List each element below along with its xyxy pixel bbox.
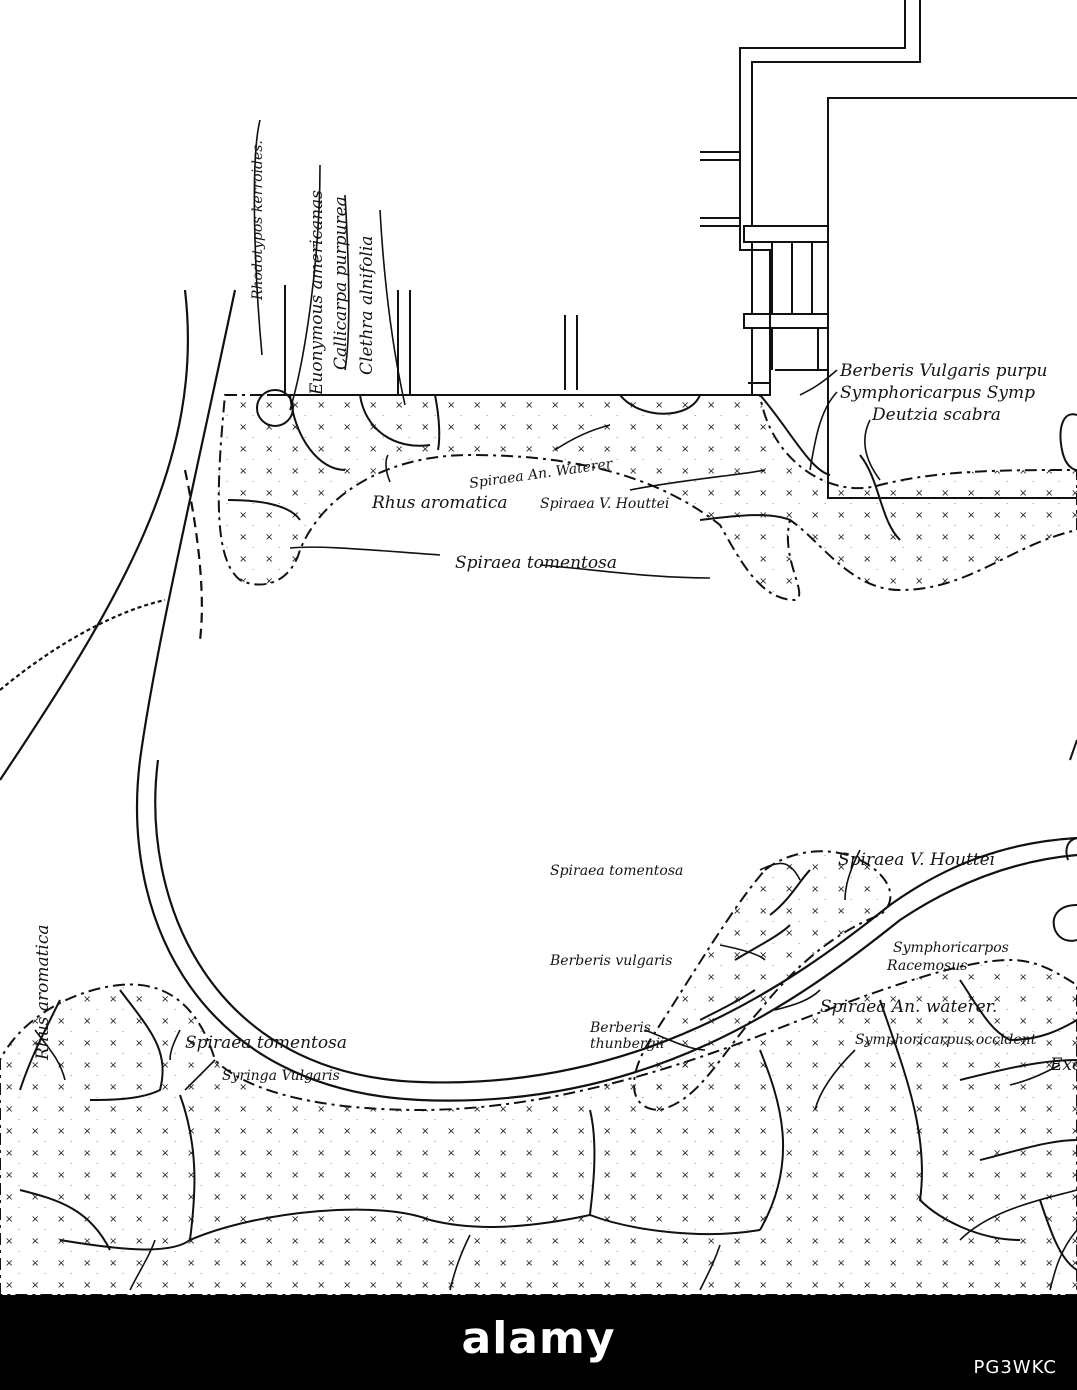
label-spiraea-tomentosa-mid: Spiraea tomentosa (550, 863, 683, 879)
label-deutzia: Deutzia scabra (871, 405, 1001, 425)
label-symphoricarpus-top: Symphoricarpus Symp (840, 383, 1035, 403)
label-callicarpa: Callicarpa purpurea (331, 196, 351, 370)
label-spiraea-tomentosa-top: Spiraea tomentosa (455, 553, 617, 573)
label-racemosus: Racemosus (886, 958, 967, 974)
label-symphoricarpos: Symphoricarpos (893, 940, 1009, 956)
leader-arrows (34, 119, 1077, 1291)
label-rhodotypos: Rhodotypos kerroides. (250, 140, 266, 301)
label-clethra: Clethra alnifolia (357, 236, 377, 375)
label-exo: Exo (1049, 1055, 1077, 1075)
wall-posts (397, 290, 578, 395)
alamy-watermark: alamy (461, 1313, 616, 1364)
label-spiraea-tomentosa-low: Spiraea tomentosa (185, 1033, 347, 1053)
label-spiraea-houttei-mid: Spiraea V. Houttei (838, 850, 995, 870)
label-symphoricarpus-occidentalis: Symphoricarpus occident (855, 1032, 1037, 1048)
label-rhus-aromatica-left: Rhus aromatica (33, 924, 53, 1061)
label-thunbergii: thunbergii (590, 1036, 665, 1052)
middle-island-bed (633, 850, 892, 1112)
image-code: PG3WKC (973, 1357, 1057, 1378)
label-berberis: Berberis (589, 1020, 651, 1036)
watermark-banner: alamy PG3WKC (0, 1295, 1077, 1390)
label-syringa: Syringa Vulgaris (222, 1068, 340, 1084)
upper-shrub-border (217, 389, 1077, 602)
lower-shrub-border (0, 958, 1077, 1295)
label-spiraea-houttei-top: Spiraea V. Houttei (540, 496, 669, 512)
drive-road (0, 289, 1077, 1102)
label-spiraea-waterer-mid: Spiraea An. waterer. (820, 997, 997, 1017)
label-berberis-vulgaris: Berberis vulgaris (549, 953, 672, 969)
house-steps (743, 225, 829, 395)
plant-labels: Rhodotypos kerroides. Euonymous american… (33, 140, 1077, 1084)
label-berberis-vulgaris-purpurea: Berberis Vulgaris purpu (839, 361, 1047, 381)
label-euonymous: Euonymous americanas (307, 190, 327, 396)
planting-plan: × · (0, 0, 1077, 1295)
planting-plan-drawing: × · (0, 0, 1077, 1295)
label-spiraea-waterer-top: Spiraea An. Waterer (468, 456, 614, 492)
right-edge-shapes (1052, 413, 1077, 942)
label-rhus-aromatica-top: Rhus aromatica (371, 493, 508, 513)
